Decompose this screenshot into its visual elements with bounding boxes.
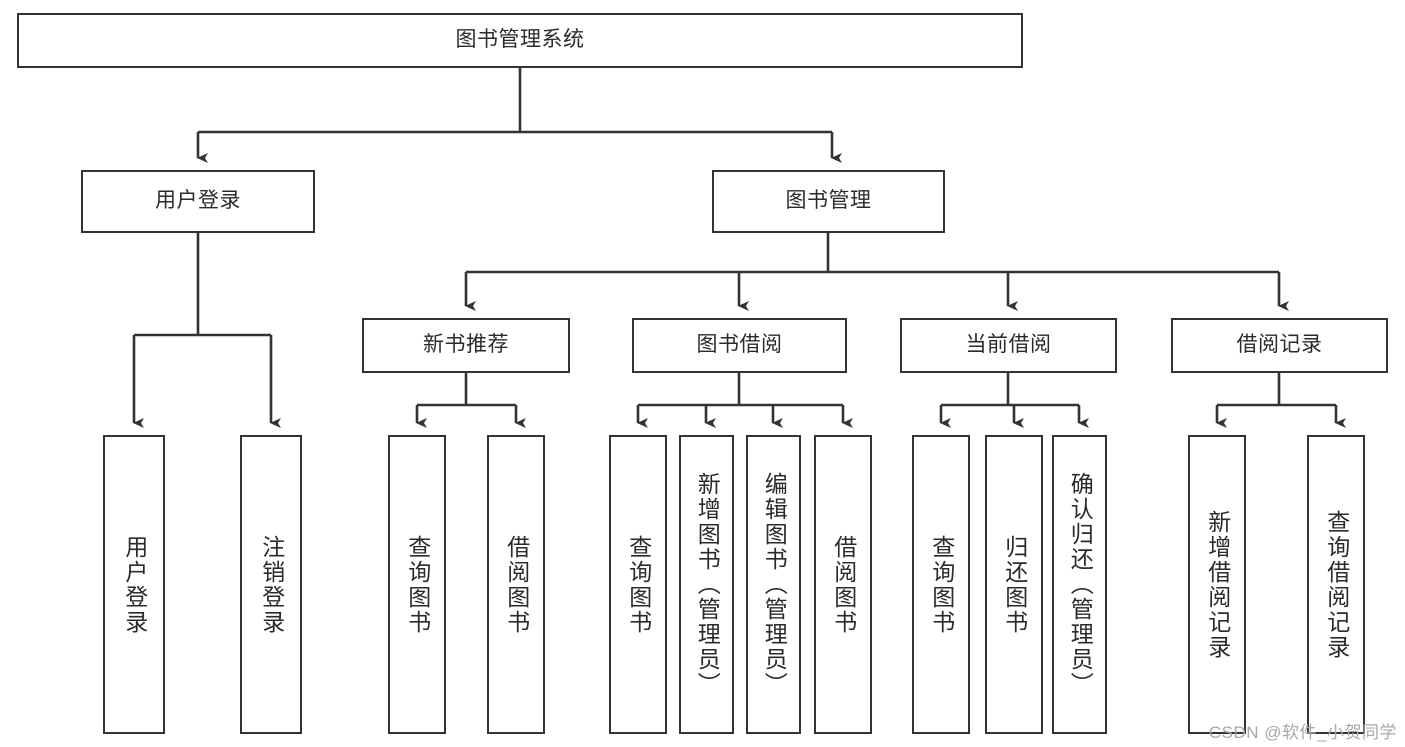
node-leaf-confirm-return[interactable]: 确认归还（管理员） (1052, 435, 1107, 734)
node-leaf-user-logout-label: 注销登录 (258, 534, 285, 635)
node-root[interactable]: 图书管理系统 (17, 13, 1023, 68)
node-leaf-return-book-label: 归还图书 (1001, 534, 1028, 635)
node-leaf-query-book-borrow[interactable]: 查询图书 (609, 435, 667, 734)
node-user-login[interactable]: 用户登录 (81, 170, 315, 233)
node-leaf-query-record[interactable]: 查询借阅记录 (1307, 435, 1365, 734)
node-leaf-borrow-book-rec[interactable]: 借阅图书 (487, 435, 545, 734)
watermark-text: CSDN @软件_小贺同学 (1208, 723, 1397, 742)
node-leaf-query-record-label: 查询借阅记录 (1323, 509, 1350, 660)
node-leaf-confirm-return-label: 确认归还（管理员） (1067, 472, 1094, 697)
node-leaf-add-book-label: 新增图书（管理员） (694, 472, 721, 697)
node-leaf-query-book-current-label: 查询图书 (928, 534, 955, 635)
node-user-login-label: 用户登录 (155, 189, 241, 213)
node-borrow-record-label: 借阅记录 (1236, 333, 1323, 357)
node-book-manage-label: 图书管理 (785, 189, 872, 213)
node-borrow-record[interactable]: 借阅记录 (1171, 318, 1388, 373)
node-leaf-add-record[interactable]: 新增借阅记录 (1188, 435, 1246, 734)
node-new-book-rec[interactable]: 新书推荐 (362, 318, 570, 373)
node-current-borrow[interactable]: 当前借阅 (900, 318, 1117, 373)
node-leaf-query-book-rec[interactable]: 查询图书 (388, 435, 446, 734)
node-leaf-query-book-rec-label: 查询图书 (404, 534, 431, 635)
node-leaf-user-login-label: 用户登录 (121, 534, 148, 635)
node-leaf-borrow-book-label: 借阅图书 (830, 534, 857, 635)
node-new-book-rec-label: 新书推荐 (423, 333, 509, 357)
node-leaf-add-book[interactable]: 新增图书（管理员） (679, 435, 734, 734)
node-leaf-borrow-book[interactable]: 借阅图书 (814, 435, 872, 734)
node-book-borrow[interactable]: 图书借阅 (632, 318, 847, 373)
node-leaf-return-book[interactable]: 归还图书 (985, 435, 1043, 734)
node-root-label: 图书管理系统 (455, 28, 585, 52)
node-leaf-user-logout[interactable]: 注销登录 (240, 435, 302, 734)
node-leaf-edit-book-label: 编辑图书（管理员） (761, 472, 788, 697)
node-leaf-query-book-borrow-label: 查询图书 (625, 534, 652, 635)
node-leaf-user-login[interactable]: 用户登录 (103, 435, 165, 734)
node-book-manage[interactable]: 图书管理 (712, 170, 945, 233)
node-book-borrow-label: 图书借阅 (696, 333, 783, 357)
node-current-borrow-label: 当前借阅 (965, 333, 1052, 357)
node-leaf-add-record-label: 新增借阅记录 (1204, 509, 1231, 660)
node-leaf-query-book-current[interactable]: 查询图书 (912, 435, 970, 734)
node-leaf-borrow-book-rec-label: 借阅图书 (503, 534, 530, 635)
node-leaf-edit-book[interactable]: 编辑图书（管理员） (746, 435, 801, 734)
